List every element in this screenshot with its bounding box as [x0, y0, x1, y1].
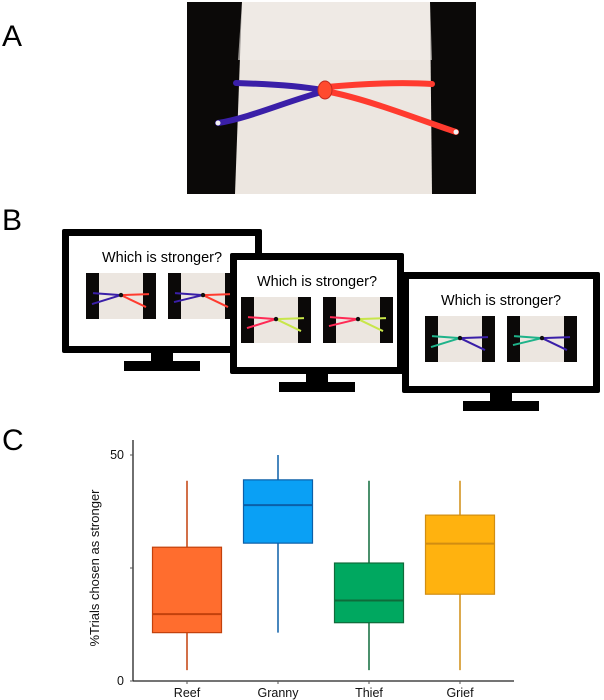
- y-tick-label: 50: [110, 448, 124, 462]
- thumbnail-knot: [539, 335, 545, 341]
- thumbnail-rope: [91, 294, 122, 306]
- rope-purple-lower: [215, 89, 325, 126]
- knot-thumbnail[interactable]: [168, 273, 238, 319]
- knot-thumbnail[interactable]: [323, 297, 393, 343]
- box-iqr: [333, 562, 405, 624]
- x-tick-label: Thief: [355, 686, 383, 700]
- monitor-stack: Which is stronger? Which is stronger? Whic…: [62, 229, 600, 411]
- thumbnail-rope: [357, 317, 387, 321]
- y-axis-title: %Trials chosen as stronger: [87, 489, 102, 647]
- y-tick-label: 0: [117, 674, 124, 688]
- thumbnail-rope: [275, 318, 302, 332]
- thumbnail-rope: [92, 292, 122, 297]
- thumbnail-rope: [174, 292, 204, 297]
- thumbnail-rope: [246, 318, 277, 330]
- box-iqr: [242, 479, 314, 544]
- thumbnail-rope: [173, 294, 204, 304]
- thumbnail-rope: [459, 336, 489, 340]
- box-grief: [424, 480, 496, 671]
- thumbnail-rope: [431, 335, 461, 340]
- knot-thumbnail[interactable]: [86, 273, 156, 319]
- thumbnail-rope: [459, 337, 486, 351]
- thumbnail-rope: [430, 337, 461, 349]
- monitor-stand-neck: [306, 374, 328, 383]
- x-tick-label: Reef: [174, 686, 201, 700]
- cord-end-purple: [215, 120, 221, 126]
- cord-end-red: [453, 129, 459, 135]
- panel-label-a: A: [2, 20, 23, 53]
- box-thief: [333, 480, 405, 671]
- knot-thumbnail[interactable]: [241, 297, 311, 343]
- thumbnail-rope: [120, 294, 147, 308]
- thumbnail-rope: [202, 294, 229, 308]
- knot: [317, 80, 333, 100]
- rope-red-upper: [324, 80, 435, 90]
- box-iqr: [151, 546, 223, 634]
- monitor-stand-base: [124, 361, 200, 371]
- thumbnail-rope: [541, 337, 568, 351]
- monitor-stand-base: [279, 382, 355, 392]
- monitor-stand-neck: [151, 353, 173, 362]
- monitor-stand-neck: [490, 393, 512, 402]
- x-tick-label: Granny: [258, 686, 300, 700]
- thumbnail-rope: [275, 317, 305, 321]
- monitor-prompt: Which is stronger?: [441, 293, 561, 309]
- thumbnail-rope: [328, 318, 359, 328]
- panel-label-c: C: [2, 424, 24, 457]
- thumbnail-rope: [202, 293, 232, 297]
- thumbnail-rope: [357, 318, 384, 332]
- monitor-prompt: Which is stronger?: [257, 274, 377, 290]
- monitor: Which is stronger?: [402, 272, 600, 411]
- monitor-prompt: Which is stronger?: [102, 250, 222, 266]
- rope-purple-upper: [233, 80, 325, 93]
- box-granny: [242, 455, 314, 633]
- rope-red-lower: [327, 89, 459, 135]
- knot-photo: [187, 2, 476, 194]
- thumbnail-knot: [200, 292, 206, 298]
- thumbnail-rope: [247, 316, 277, 321]
- monitor: Which is stronger?: [62, 229, 262, 371]
- thumbnail-rope: [512, 337, 543, 347]
- box-reef: [151, 480, 223, 671]
- thumbnail-knot: [273, 316, 279, 322]
- knot-thumbnail[interactable]: [425, 316, 495, 362]
- box-iqr: [424, 514, 496, 595]
- panel-label-b: B: [2, 204, 23, 237]
- thumbnail-knot: [457, 335, 463, 341]
- monitor-stand-base: [463, 401, 539, 411]
- thumbnail-knot: [355, 316, 361, 322]
- monitor: Which is stronger?: [230, 253, 404, 392]
- knot-thumbnail[interactable]: [507, 316, 577, 362]
- cloth-highlight: [238, 2, 432, 60]
- thumbnail-knot: [118, 292, 124, 298]
- thumbnail-rope: [541, 336, 571, 340]
- x-tick-label: Grief: [446, 686, 474, 700]
- thumbnail-rope: [329, 316, 359, 321]
- thumbnail-rope: [513, 335, 543, 340]
- thumbnail-rope: [120, 293, 150, 297]
